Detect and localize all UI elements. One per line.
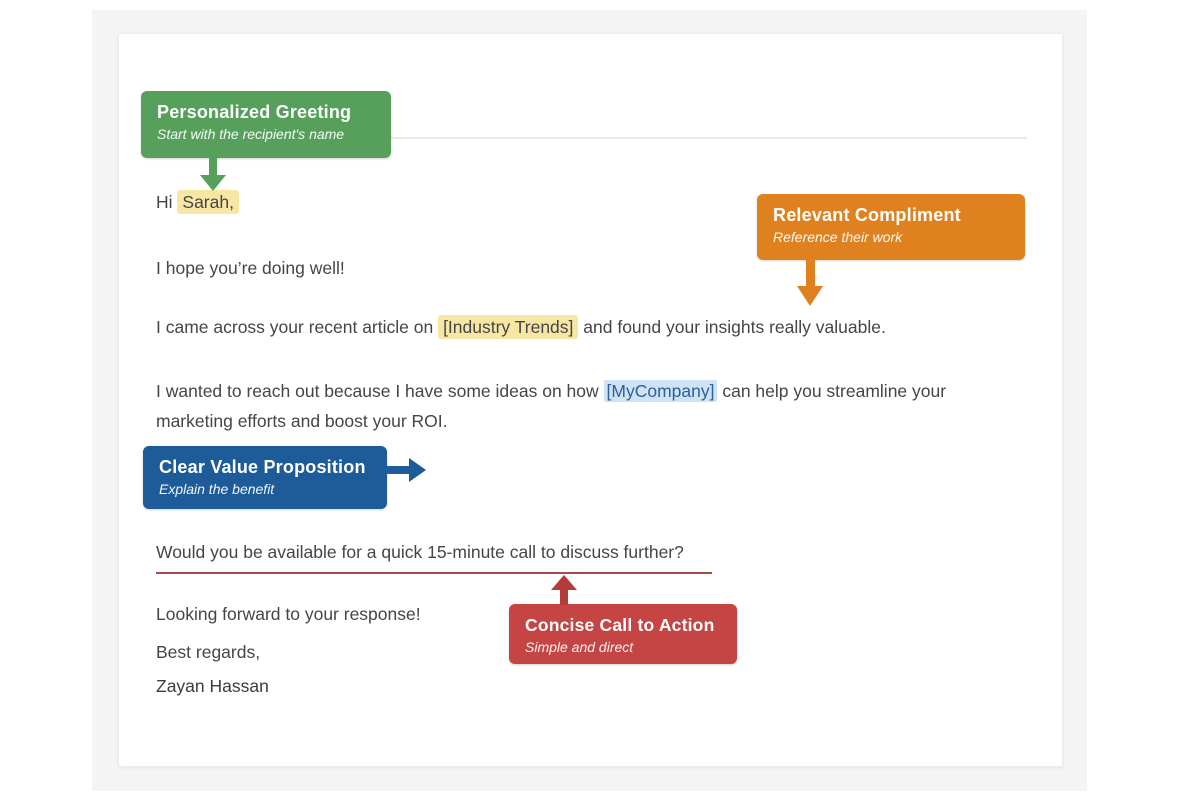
- callout-concise-cta: Concise Call to Action Simple and direct: [509, 604, 737, 664]
- email-cta-line: Would you be available for a quick 15-mi…: [156, 542, 712, 574]
- callout-title: Clear Value Proposition: [159, 457, 366, 477]
- callout-clear-value-proposition: Clear Value Proposition Explain the bene…: [143, 446, 387, 509]
- green-down-arrow-icon: [200, 158, 226, 191]
- email-document-card: Personalized Greeting Start with the rec…: [118, 33, 1063, 767]
- red-up-arrow-icon: [551, 575, 577, 605]
- callout-subtitle: Explain the benefit: [159, 481, 275, 497]
- value-text-pre: I wanted to reach out because I have som…: [156, 381, 604, 401]
- callout-title: Concise Call to Action: [525, 615, 715, 635]
- callout-subtitle: Start with the recipient's name: [157, 126, 345, 142]
- value-text-post: can help you streamline your marketing e…: [156, 381, 947, 431]
- callout-title: Relevant Compliment: [773, 205, 961, 225]
- article-text-post: and found your insights really valuable.: [578, 317, 886, 337]
- email-paragraph-article: I came across your recent article on [In…: [156, 315, 886, 339]
- header-divider-line: [155, 137, 1027, 139]
- email-closing-line: Looking forward to your response!: [156, 604, 421, 624]
- callout-personalized-greeting: Personalized Greeting Start with the rec…: [141, 91, 391, 158]
- industry-trends-highlight: [Industry Trends]: [438, 315, 579, 339]
- email-paragraph-value: I wanted to reach out because I have som…: [156, 376, 956, 436]
- orange-down-arrow-icon: [797, 260, 823, 306]
- email-greeting-line: Hi Sarah,: [156, 190, 239, 214]
- blue-right-arrow-icon: [385, 458, 426, 482]
- article-text-pre: I came across your recent article on: [156, 317, 439, 337]
- email-regards-line: Best regards,: [156, 642, 261, 662]
- callout-title: Personalized Greeting: [157, 102, 352, 122]
- recipient-name-highlight: Sarah,: [177, 190, 239, 214]
- greeting-prefix: Hi: [156, 192, 178, 212]
- email-paragraph-hope: I hope you’re doing well!: [156, 258, 345, 278]
- callout-subtitle: Reference their work: [773, 229, 903, 245]
- callout-subtitle: Simple and direct: [525, 639, 634, 655]
- callout-relevant-compliment: Relevant Compliment Reference their work: [757, 194, 1025, 260]
- mycompany-highlight: [MyCompany]: [603, 380, 718, 402]
- email-signature-name: Zayan Hassan: [156, 676, 269, 696]
